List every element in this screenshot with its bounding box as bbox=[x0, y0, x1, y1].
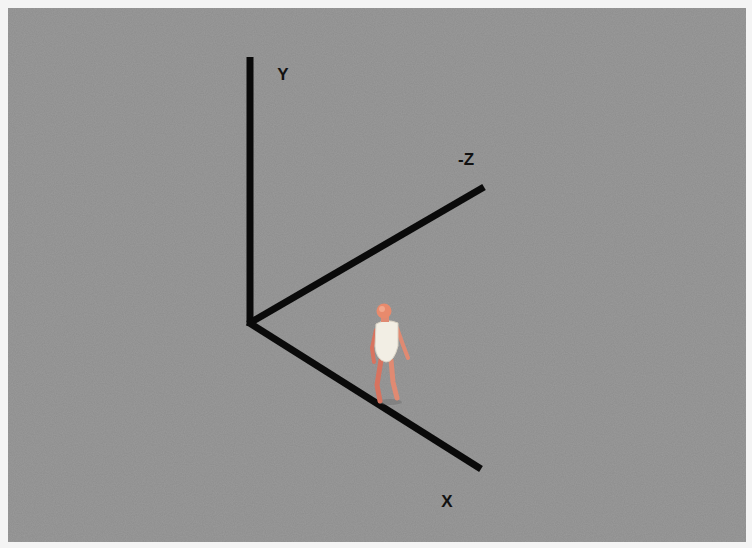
y-axis bbox=[247, 57, 254, 326]
axis-label: X bbox=[441, 492, 452, 512]
z-axis bbox=[248, 187, 484, 324]
ground-grain bbox=[8, 8, 746, 542]
x-axis bbox=[248, 322, 481, 469]
human-figure bbox=[372, 304, 408, 406]
ground-panel bbox=[8, 8, 746, 542]
axis-label: Y bbox=[277, 65, 288, 85]
axis-label: -Z bbox=[458, 150, 474, 170]
